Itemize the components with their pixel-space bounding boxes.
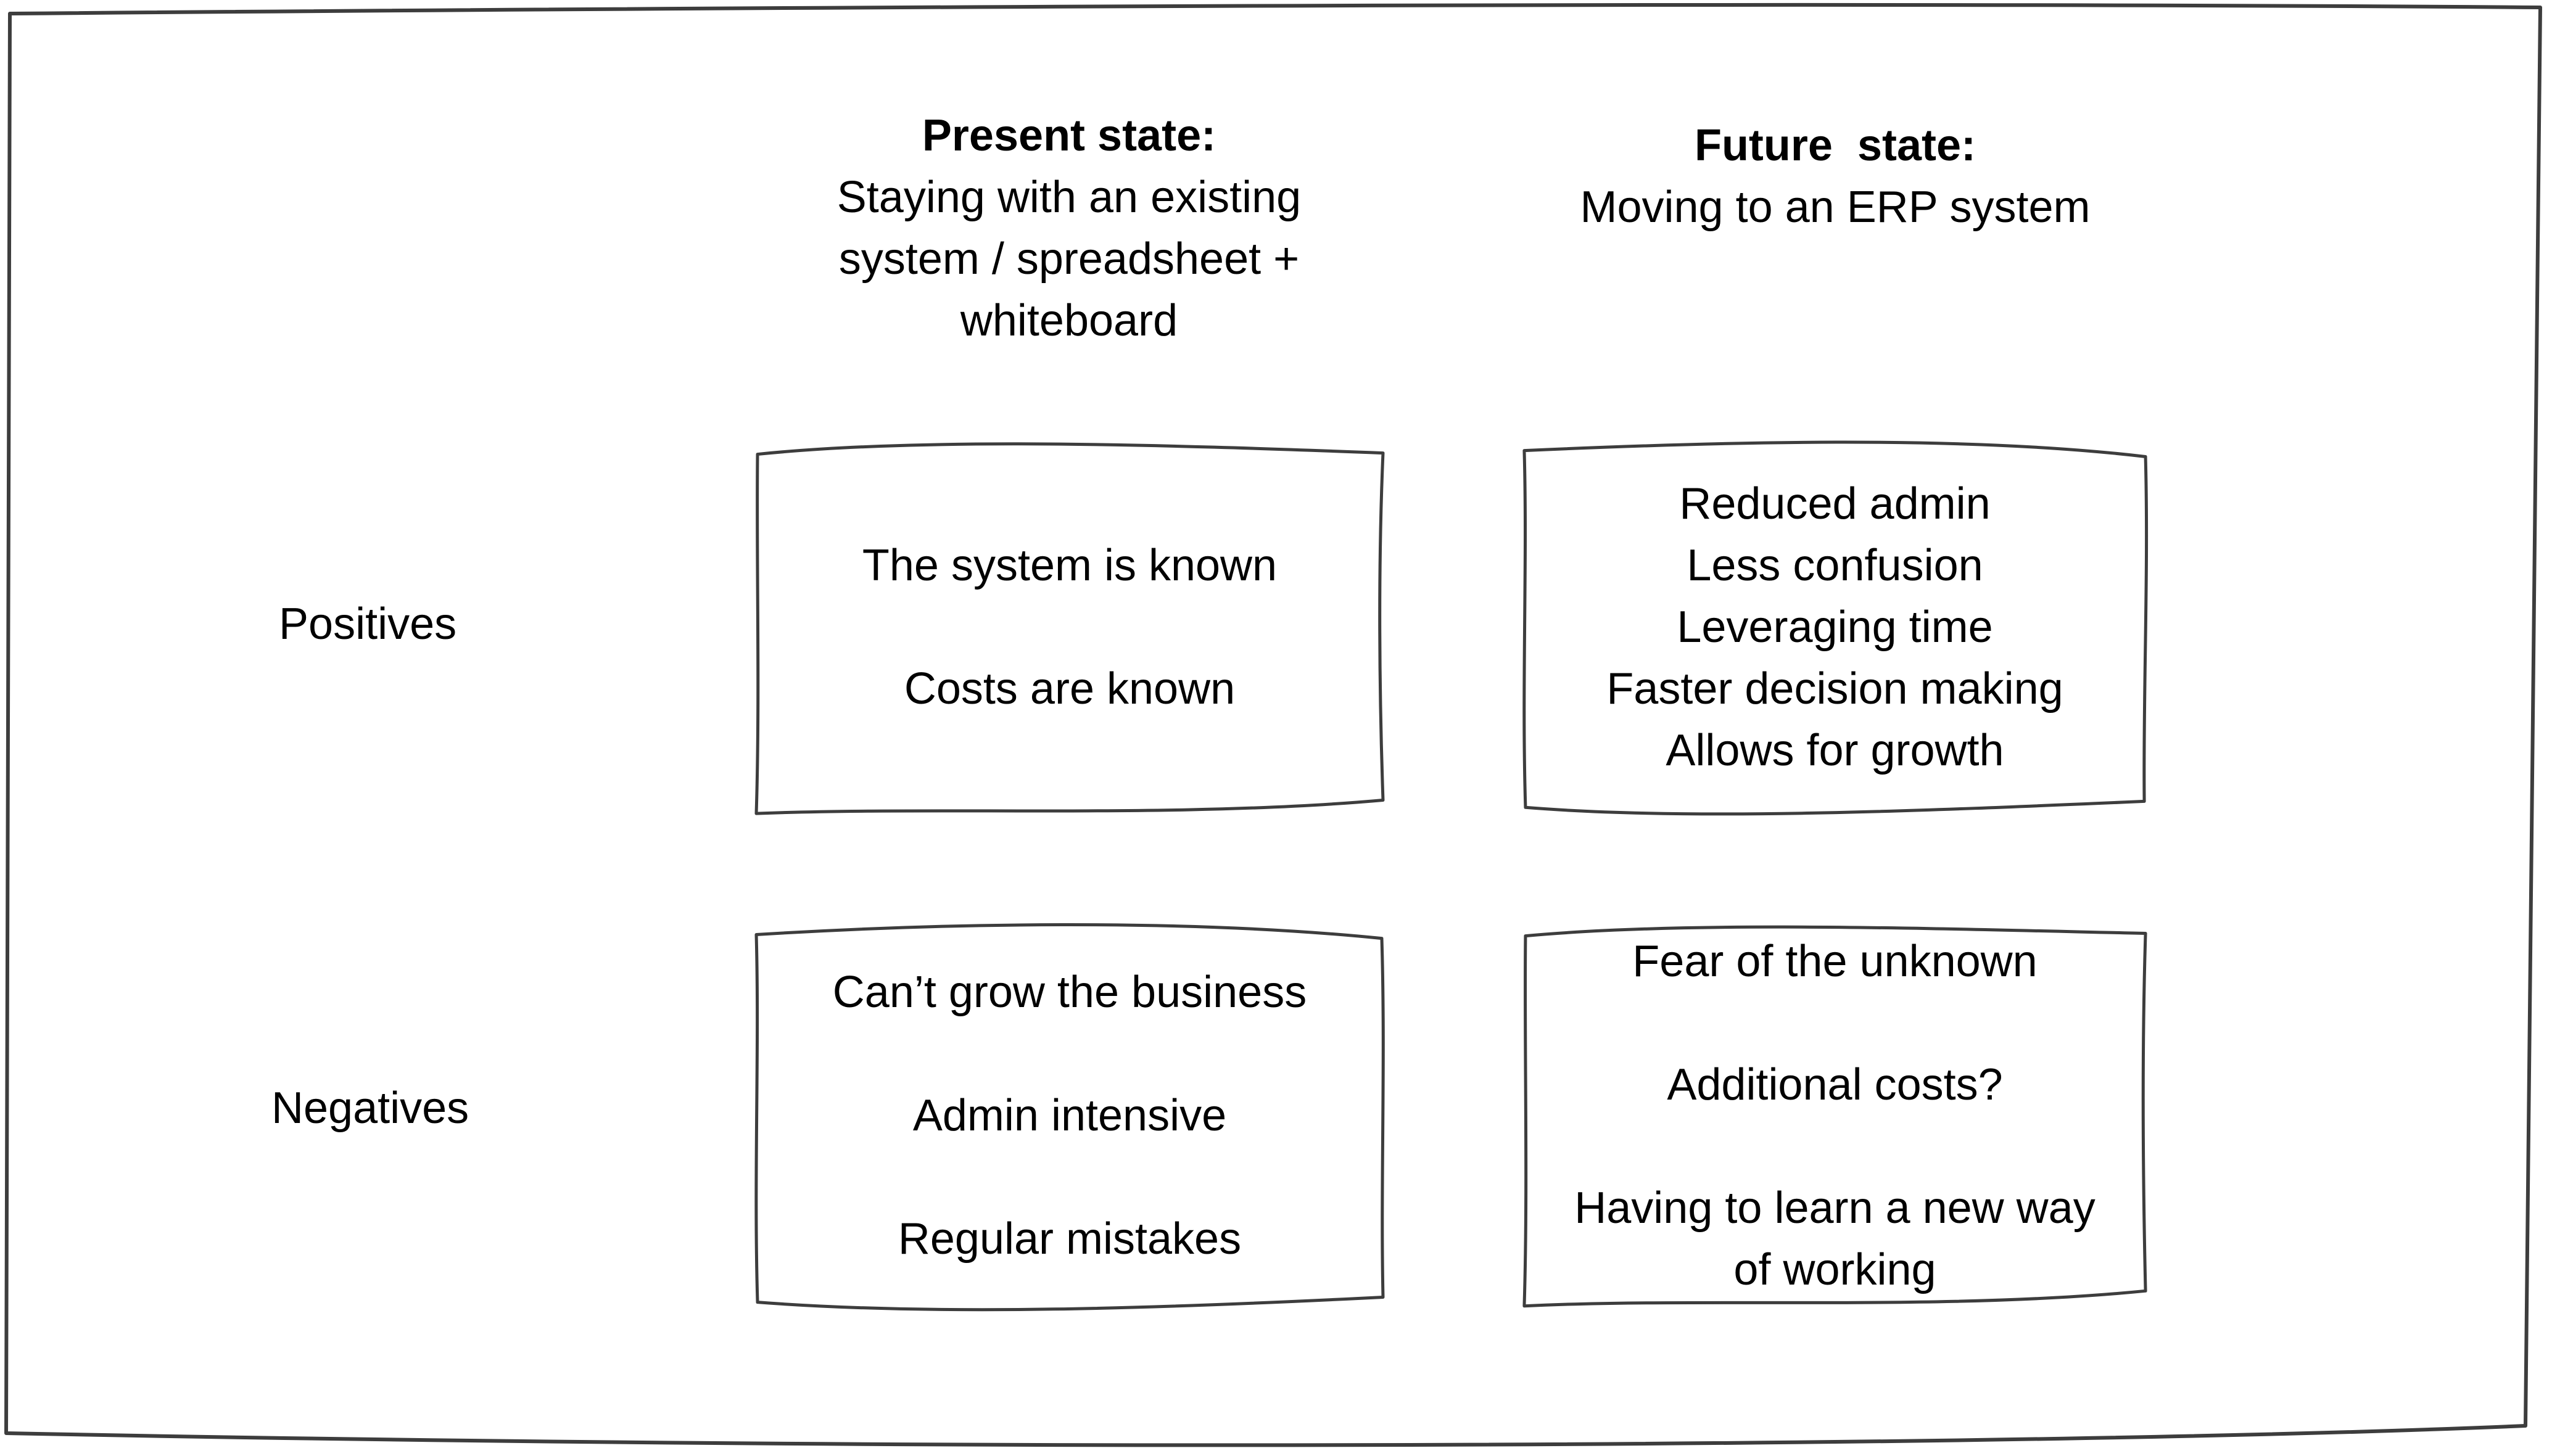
- box-future-positives: Reduced admin Less confusion Leveraging …: [1519, 432, 2150, 822]
- list-item: Can’t grow the business: [832, 967, 1307, 1017]
- future-state-title: Future state:: [1694, 121, 1976, 170]
- sketched-box-border: [751, 915, 1388, 1316]
- box-present-positives-content: The system is known Costs are known: [788, 440, 1351, 815]
- present-state-title: Present state:: [922, 111, 1216, 160]
- list-item: Costs are known: [904, 664, 1236, 714]
- list-item: Less confusion: [1687, 541, 1983, 590]
- box-present-positives: The system is known Costs are known: [751, 432, 1388, 822]
- row-label-negatives: Negatives: [271, 1084, 469, 1133]
- list-item: The system is known: [862, 541, 1278, 590]
- box-future-negatives-content: Fear of the unknown Additional costs? Ha…: [1556, 922, 2113, 1309]
- list-item: Faster decision making: [1606, 664, 2063, 714]
- present-state-header: Present state: Staying with an existing …: [730, 105, 1408, 352]
- future-state-subtitle-line-1: Moving to an ERP system: [1580, 183, 2091, 232]
- list-item: Having to learn a new way of working: [1574, 1183, 2096, 1294]
- sketched-box-border: [751, 432, 1388, 822]
- future-state-header: Future state: Moving to an ERP system: [1496, 115, 2174, 238]
- present-state-subtitle-line-1: Staying with an existing: [836, 173, 1302, 222]
- box-present-negatives-content: Can’t grow the business Admin intensive …: [788, 922, 1351, 1309]
- present-state-subtitle-line-3: whiteboard: [960, 296, 1178, 345]
- list-item: Fear of the unknown: [1632, 936, 2038, 986]
- box-future-negatives: Fear of the unknown Additional costs? Ha…: [1519, 915, 2150, 1316]
- list-item: Reduced admin: [1679, 479, 1991, 529]
- list-item: Leveraging time: [1677, 603, 1993, 652]
- list-item: Allows for growth: [1666, 726, 2004, 775]
- list-item: Admin intensive: [912, 1090, 1227, 1140]
- list-item: Regular mistakes: [898, 1214, 1242, 1264]
- box-present-negatives: Can’t grow the business Admin intensive …: [751, 915, 1388, 1316]
- present-state-subtitle-line-2: system / spreadsheet +: [838, 234, 1300, 284]
- row-label-positives: Positives: [279, 599, 457, 649]
- box-future-positives-content: Reduced admin Less confusion Leveraging …: [1556, 440, 2113, 815]
- sketched-box-border: [1519, 432, 2150, 822]
- list-item: Additional costs?: [1667, 1059, 2003, 1109]
- sketched-box-border: [1519, 915, 2150, 1316]
